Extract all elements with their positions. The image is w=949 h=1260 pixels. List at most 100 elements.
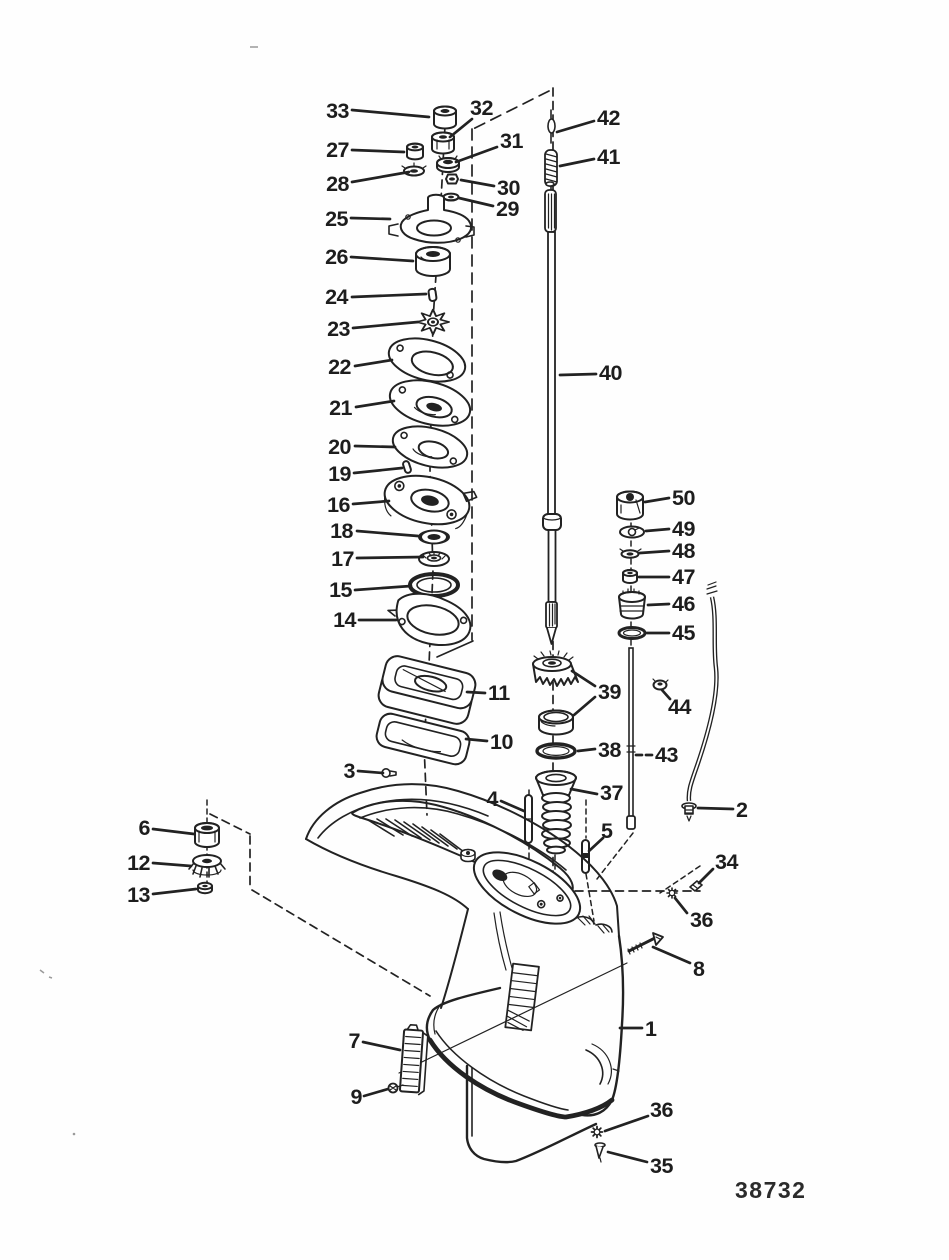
callout-2: 2: [696, 798, 749, 822]
callout-number: 41: [597, 145, 620, 169]
callout-4: 4: [487, 787, 526, 813]
callout-leader-line: [499, 799, 526, 813]
part-20: [391, 425, 469, 469]
callout-leader-line: [351, 320, 420, 330]
callout-43: 43: [634, 743, 679, 767]
callout-number: 37: [600, 781, 623, 805]
callout-leader-line: [465, 690, 487, 695]
part-40: [542, 181, 562, 645]
part-36-upper: [666, 887, 678, 899]
part-48: [619, 548, 642, 559]
callout-number: 36: [690, 908, 713, 932]
callout-number: 31: [500, 129, 523, 153]
callout-number: 27: [326, 138, 349, 162]
part-7: [398, 1024, 429, 1096]
callout-23: 23: [327, 317, 420, 341]
callout-leader-line: [570, 669, 597, 688]
callout-7: 7: [349, 1029, 402, 1053]
callout-number: 25: [325, 207, 348, 231]
callout-number: 10: [490, 730, 513, 754]
part-30: [445, 173, 459, 185]
callout-11: 11: [465, 681, 511, 705]
callout-number: 2: [736, 798, 748, 822]
callout-10: 10: [464, 730, 514, 754]
part-43: [626, 647, 636, 830]
part-45: [617, 626, 647, 640]
callout-45: 45: [645, 621, 696, 645]
callout-leader-line: [464, 737, 489, 743]
callout-1: 1: [618, 1017, 658, 1041]
callout-number: 6: [139, 816, 151, 840]
part-21: [388, 379, 472, 427]
callout-21: 21: [329, 396, 396, 420]
part-33: [433, 105, 457, 130]
callout-leader-line: [350, 148, 406, 154]
callout-leader-line: [355, 555, 425, 560]
callout-29: 29: [457, 196, 520, 221]
plate-fins: [367, 818, 465, 853]
callout-number: 46: [672, 592, 695, 616]
water-pump-stack: [375, 105, 590, 874]
callout-leader-line: [349, 216, 392, 221]
callout-44: 44: [660, 688, 692, 719]
callout-leader-line: [697, 867, 715, 885]
callout-35: 35: [606, 1150, 674, 1178]
part-11: [377, 655, 477, 725]
callout-15: 15: [329, 578, 413, 602]
callout-number: 12: [127, 851, 150, 875]
callout-36: 36: [603, 1098, 674, 1133]
callout-32: 32: [448, 96, 494, 139]
callout-20: 20: [328, 435, 397, 459]
callout-26: 26: [325, 245, 415, 269]
callout-number: 23: [327, 317, 350, 341]
part-6: [194, 822, 220, 848]
callout-number: 28: [326, 172, 349, 196]
callout-49: 49: [644, 517, 696, 541]
part-32: [431, 131, 455, 155]
deck-ports: [575, 915, 613, 934]
callout-leader-line: [454, 145, 499, 164]
callout-number: 33: [326, 99, 349, 123]
callout-leader-line: [576, 747, 597, 753]
callout-leader-line: [353, 358, 394, 368]
callout-number: 4: [487, 787, 499, 811]
part-19: [402, 460, 412, 474]
callout-leader-line: [350, 292, 428, 299]
part-24: [427, 287, 438, 302]
callout-40: 40: [558, 361, 623, 385]
callout-number: 5: [601, 819, 613, 843]
callout-leader-line: [351, 499, 391, 506]
callout-number: 44: [668, 695, 691, 719]
callout-number: 38: [598, 738, 621, 762]
callout-number: 36: [650, 1098, 673, 1122]
callout-13: 13: [127, 883, 198, 907]
part-26: [415, 246, 451, 277]
part-10: [375, 712, 471, 766]
callout-leader-line: [349, 255, 415, 263]
callout-27: 27: [326, 138, 406, 162]
callout-leader-line: [353, 444, 397, 449]
part-31: [436, 155, 460, 173]
callout-leader-line: [459, 178, 496, 188]
callout-number: 24: [325, 285, 348, 309]
callout-number: 45: [672, 621, 695, 645]
intake-strip: [504, 962, 540, 1032]
callout-8: 8: [651, 945, 706, 981]
callout-46: 46: [646, 592, 696, 616]
part-23: [416, 308, 450, 336]
callout-leader-line: [361, 1040, 402, 1052]
callout-number: 18: [330, 519, 353, 543]
callout-48: 48: [638, 539, 696, 563]
callout-number: 35: [650, 1154, 673, 1178]
callout-number: 19: [328, 462, 351, 486]
callout-number: 30: [497, 176, 520, 200]
callout-number: 11: [488, 681, 510, 705]
callout-leader-line: [569, 787, 599, 796]
callout-number: 16: [327, 493, 350, 517]
part-38: [535, 742, 577, 760]
callout-9: 9: [351, 1085, 390, 1109]
callout-number: 26: [325, 245, 348, 269]
part-16: [383, 474, 478, 530]
fasteners: [387, 880, 703, 1163]
callout-leader-line: [151, 861, 193, 868]
